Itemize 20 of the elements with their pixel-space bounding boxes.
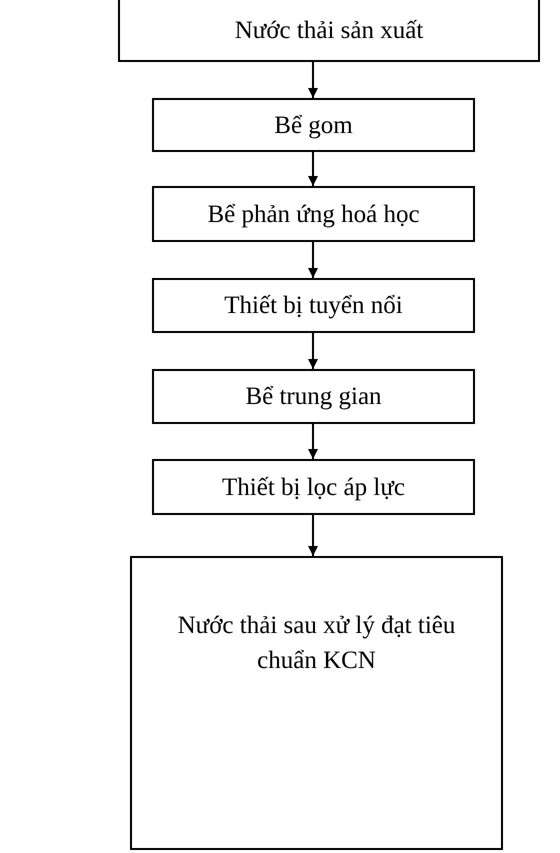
- node-label: Nước thải sau xử lý đạt tiêu chuẩn KCN: [176, 611, 456, 676]
- process-box: [152, 369, 475, 424]
- arrow: [308, 242, 318, 278]
- node-label: Bể phản ứng hoá học: [207, 200, 420, 230]
- process-box: [152, 98, 475, 152]
- arrow: [308, 424, 318, 459]
- process-box: [130, 556, 503, 850]
- process-box: [152, 278, 475, 333]
- arrow: [308, 333, 318, 369]
- process-box: [152, 186, 475, 242]
- node-label: Bể trung gian: [245, 382, 382, 412]
- arrow: [308, 62, 318, 98]
- node-label: Nước thải sản xuất: [234, 16, 424, 46]
- arrow: [308, 152, 318, 186]
- node-label: Bể gom: [274, 110, 353, 140]
- process-box: [118, 0, 540, 62]
- node-label: Thiết bị lọc áp lực: [222, 472, 405, 502]
- arrow: [308, 515, 318, 556]
- node-label: Thiết bị tuyển nổi: [224, 291, 403, 321]
- process-box: [152, 459, 475, 515]
